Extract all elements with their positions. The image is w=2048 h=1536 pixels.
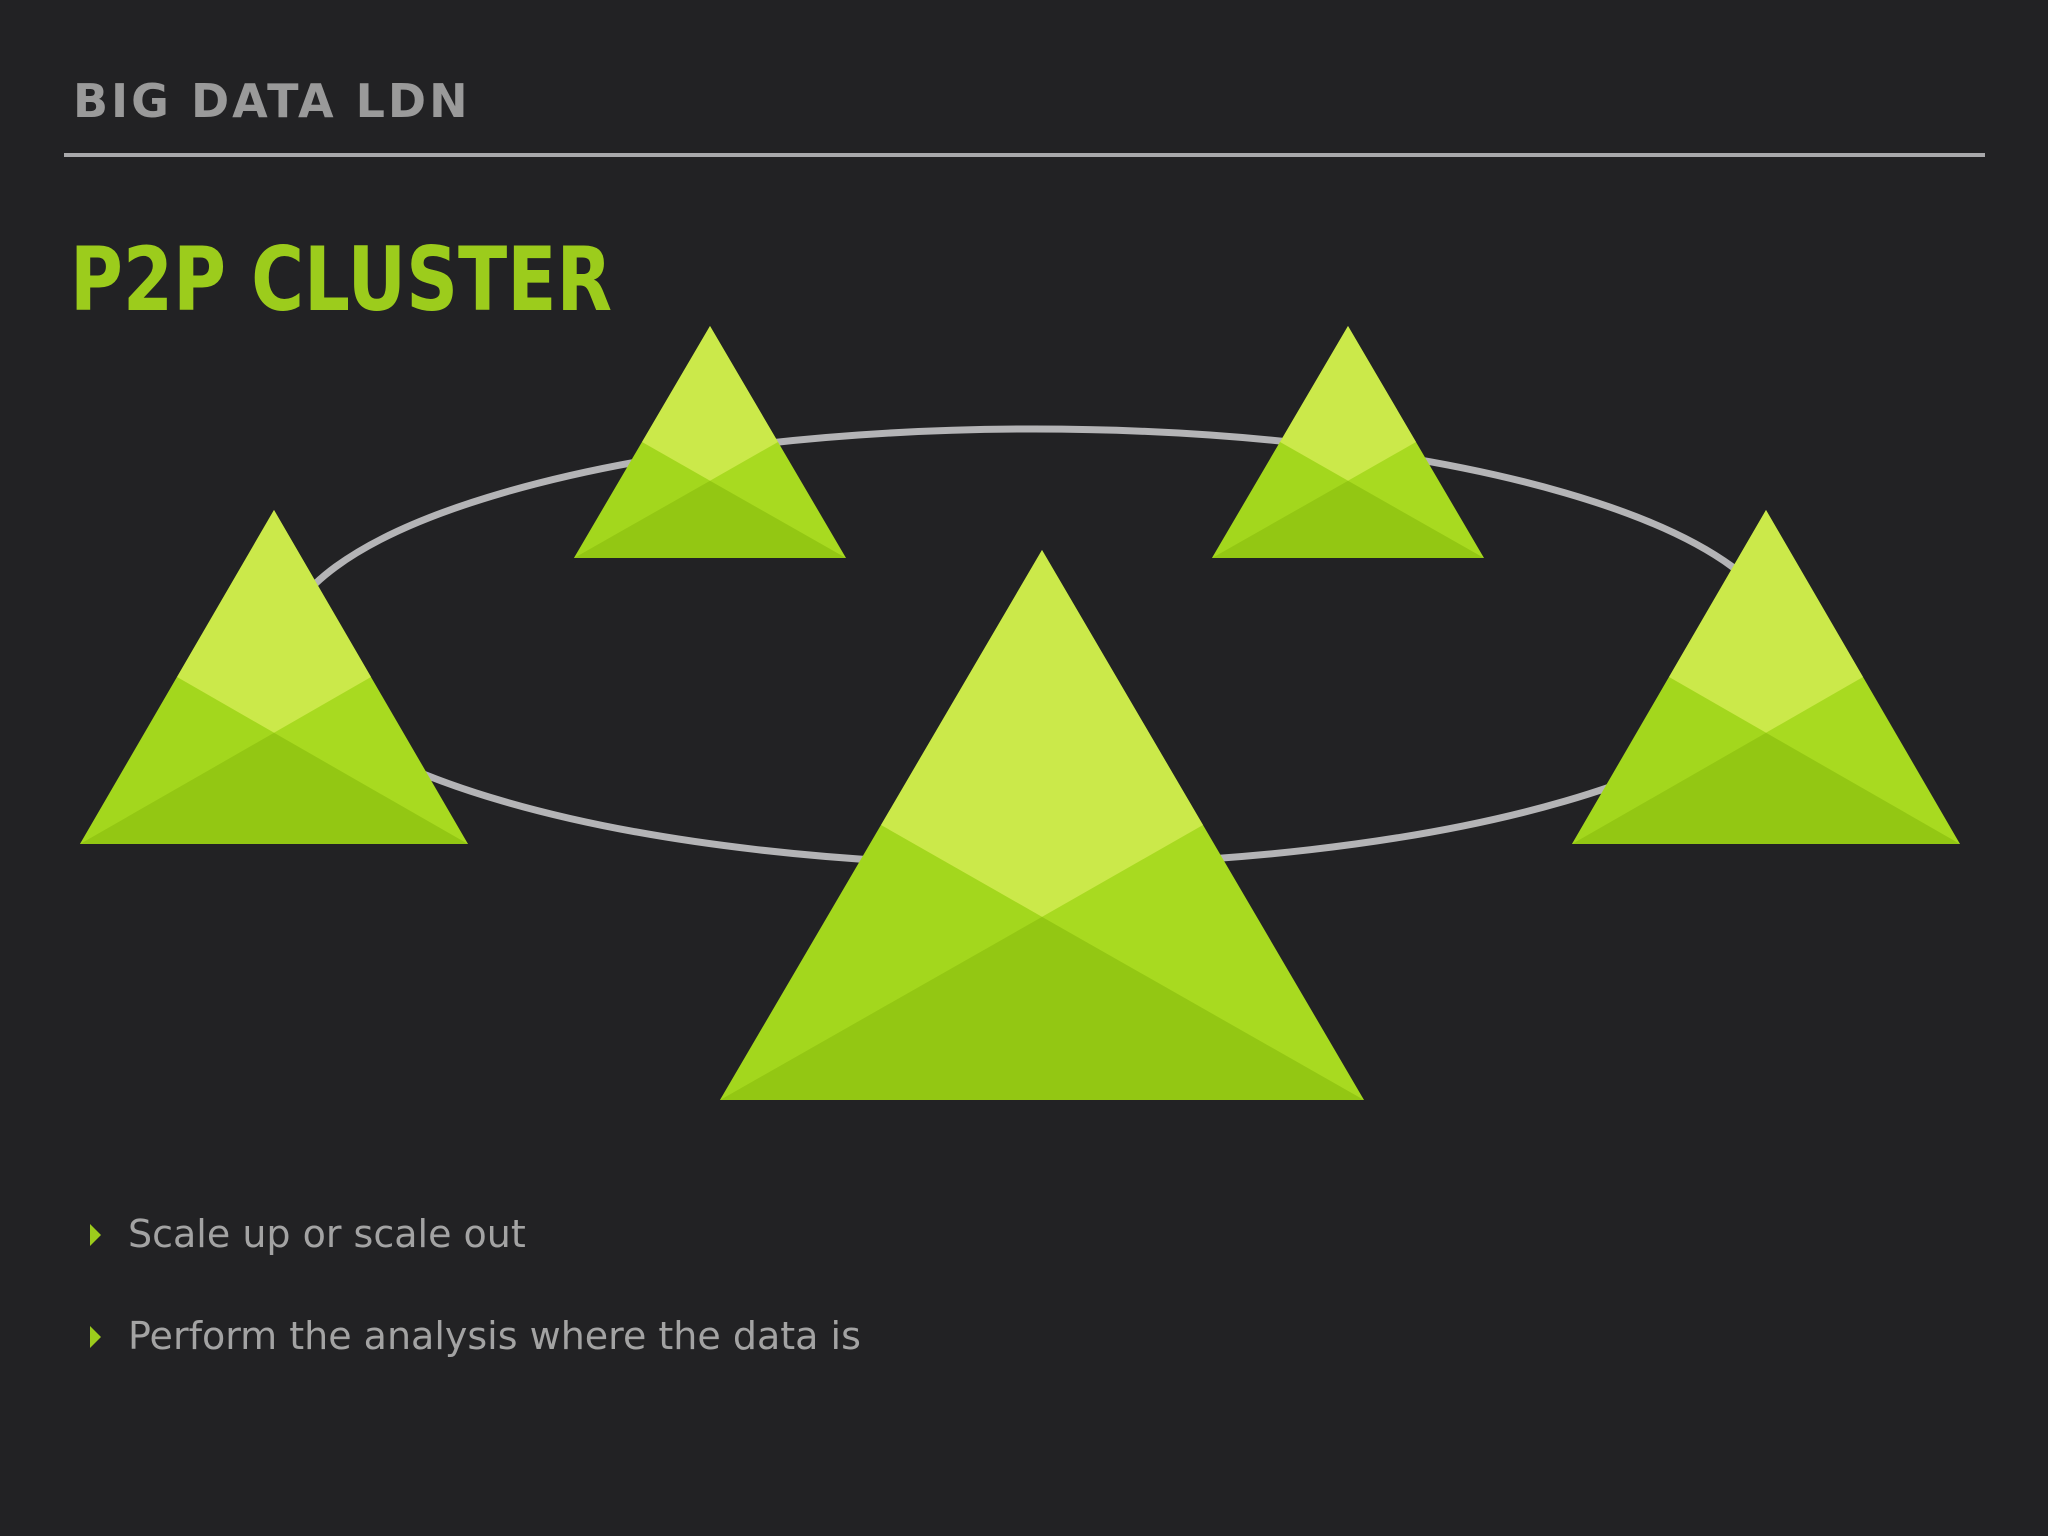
- node-triangle-left: [80, 510, 468, 844]
- bullet-arrow-icon: [90, 1224, 101, 1246]
- bullet-text: Perform the analysis where the data is: [128, 1314, 861, 1358]
- bullet-text: Scale up or scale out: [128, 1212, 526, 1256]
- bullet-arrow-icon: [90, 1326, 101, 1348]
- header-title: BIG DATA LDN: [73, 74, 471, 128]
- slide-title: P2P CLUSTER: [70, 228, 613, 331]
- node-triangle-top-right: [1212, 326, 1484, 558]
- node-triangle-right: [1572, 510, 1960, 844]
- node-triangle-center: [720, 550, 1364, 1100]
- header-divider: [64, 153, 1985, 157]
